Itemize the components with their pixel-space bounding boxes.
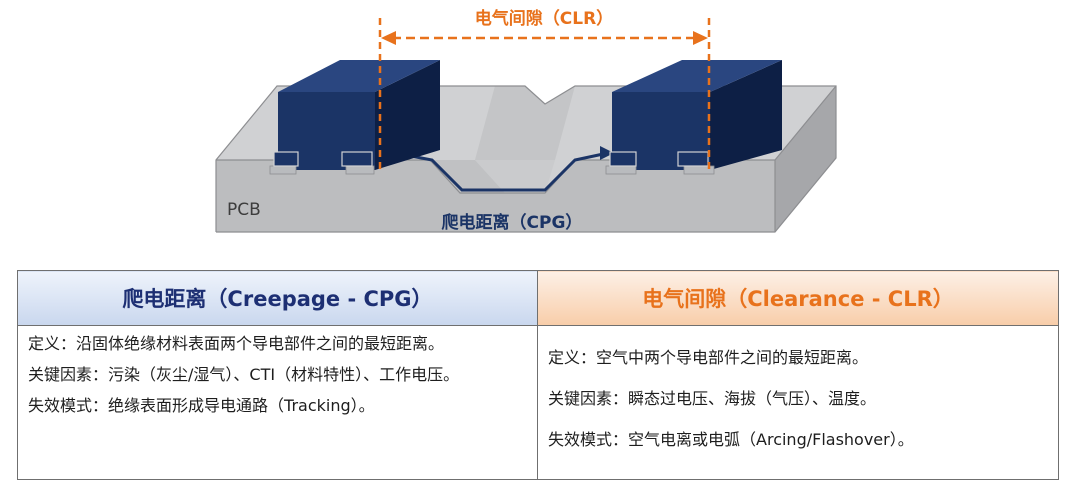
clearance-definition: 定义：空气中两个导电部件之间的最短距离。	[548, 348, 869, 367]
creepage-factors: 关键因素：污染（灰尘/湿气）、CTI（材料特性）、工作电压。	[28, 365, 460, 384]
creepage-header: 爬电距离（Creepage - CPG）	[17, 270, 538, 326]
creepage-arrow-right	[600, 146, 614, 160]
creepage-definition: 定义：沿固体绝缘材料表面两个导电部件之间的最短距离。	[28, 334, 445, 353]
creepage-failure: 失效模式：绝缘表面形成导电通路（Tracking）。	[28, 396, 375, 415]
left-component	[269, 60, 440, 175]
pcb-board-outline	[215, 85, 837, 233]
pcb-board-front	[216, 160, 775, 232]
clearance-label: 电气间隙（CLR）	[475, 8, 613, 29]
clearance-arrow-right	[693, 31, 708, 45]
creepage-path	[394, 151, 609, 192]
creepage-details: 定义：沿固体绝缘材料表面两个导电部件之间的最短距离。 关键因素：污染（灰尘/湿气…	[17, 325, 538, 480]
pcb-groove-back-wall	[475, 86, 575, 160]
right-component	[605, 60, 782, 175]
clearance-arrow-left	[381, 31, 396, 45]
clearance-details: 定义：空气中两个导电部件之间的最短距离。 关键因素：瞬态过电压、海拔（气压）、温…	[537, 325, 1059, 480]
pcb-label: PCB	[227, 200, 261, 220]
comparison-table: 爬电距离（Creepage - CPG） 电气间隙（Clearance - CL…	[17, 270, 1059, 480]
pcb-board-side	[775, 86, 836, 232]
pcb-diagram: 电气间隙（CLR） PCB 爬电距离（CPG）	[215, 8, 837, 233]
clearance-factors: 关键因素：瞬态过电压、海拔（气压）、温度。	[548, 389, 877, 408]
pcb-groove-left-wall	[430, 160, 505, 193]
clearance-header: 电气间隙（Clearance - CLR）	[537, 270, 1059, 326]
creepage-label: 爬电距离（CPG）	[442, 212, 583, 233]
clearance-failure: 失效模式：空气电离或电弧（Arcing/Flashover）。	[548, 430, 914, 449]
